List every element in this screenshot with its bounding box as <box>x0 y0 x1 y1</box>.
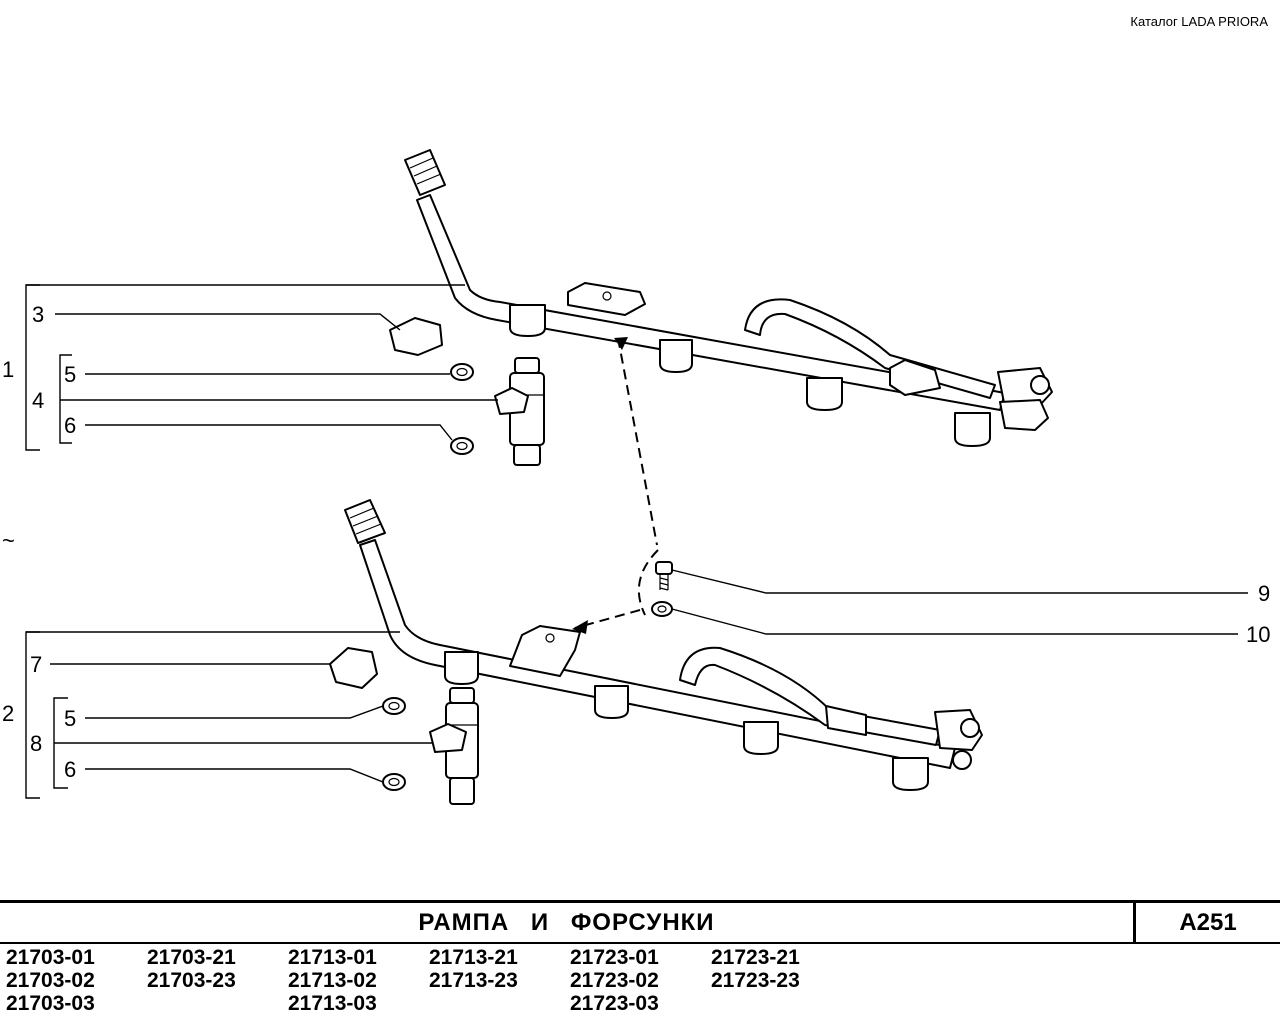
upper-fuel-rail <box>404 149 1053 447</box>
model-code: 21703-02 <box>6 969 95 992</box>
callout-6-upper: 6 <box>64 413 76 438</box>
leader-lines <box>25 284 1248 799</box>
model-code: 21703-01 <box>6 946 95 969</box>
model-code: 21723-23 <box>711 969 800 992</box>
callout-7: 7 <box>30 652 42 677</box>
callout-2: 2 <box>2 701 14 726</box>
model-code: 21723-03 <box>570 992 659 1015</box>
model-code <box>429 992 570 1015</box>
lower-rail-cap <box>344 499 386 544</box>
lower-fuel-rail <box>344 499 983 791</box>
callout-1: 1 <box>2 357 14 382</box>
dashed-arrow-up <box>617 337 658 546</box>
callout-3: 3 <box>32 302 44 327</box>
o-ring-6-lower <box>382 773 406 791</box>
callout-10: 10 <box>1246 622 1270 647</box>
o-ring-6-upper <box>450 437 474 455</box>
model-code: 21703-03 <box>6 992 95 1015</box>
callout-8: 8 <box>30 731 42 756</box>
model-code: 21713-02 <box>288 969 377 992</box>
o-ring-5-lower <box>382 697 406 715</box>
model-codes: 21703-01 21703-21 21713-01 21713-21 2172… <box>6 946 852 1015</box>
clip-7 <box>329 647 378 689</box>
model-code <box>711 992 852 1015</box>
title-divider <box>1133 903 1136 944</box>
o-ring-5-upper <box>450 363 474 381</box>
model-code <box>147 992 288 1015</box>
injector-4 <box>494 357 545 466</box>
model-code: 21713-23 <box>429 969 518 992</box>
tilde-mark: ~ <box>2 528 15 553</box>
model-code: 21713-03 <box>288 992 377 1015</box>
model-code: 21723-01 <box>570 946 659 969</box>
callout-9: 9 <box>1258 581 1270 606</box>
callout-5-upper: 5 <box>64 362 76 387</box>
model-code: 21723-02 <box>570 969 659 992</box>
model-code: 21723-21 <box>711 946 800 969</box>
model-code: 21703-23 <box>147 969 236 992</box>
model-code: 21703-21 <box>147 946 236 969</box>
bolt-9 <box>655 561 673 591</box>
section-code: А251 <box>1179 909 1237 936</box>
catalog-header: Каталог LADA PRIORA <box>1130 14 1268 29</box>
upper-rail-cap <box>404 149 446 196</box>
callout-6-lower: 6 <box>64 757 76 782</box>
page-title: РАМПА И ФОРСУНКИ <box>418 909 715 936</box>
model-code: 21713-01 <box>288 946 377 969</box>
callout-4: 4 <box>32 388 44 413</box>
washer-10 <box>651 601 673 617</box>
fuel-rail-diagram: 1 3 4 5 6 ~ 2 7 8 5 6 9 10 <box>2 149 1270 805</box>
title-bar: РАМПА И ФОРСУНКИ А251 <box>0 900 1280 944</box>
callout-5-lower: 5 <box>64 706 76 731</box>
model-code: 21713-21 <box>429 946 518 969</box>
clip-3 <box>389 317 443 356</box>
injector-8 <box>429 687 479 805</box>
